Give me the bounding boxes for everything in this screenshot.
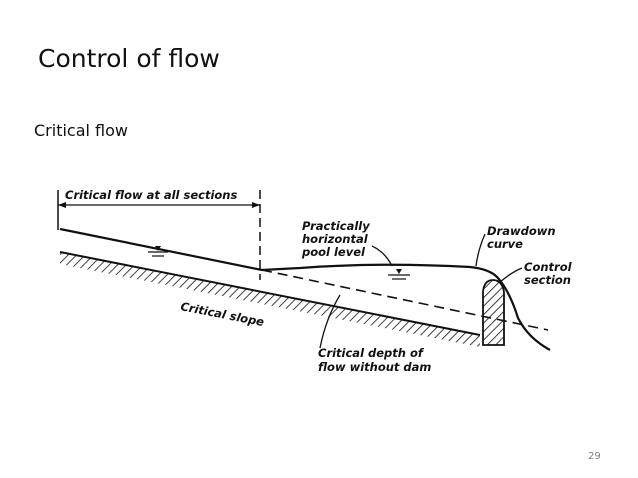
slide-title: Control of flow: [38, 44, 220, 73]
label-critical-slope: Critical slope: [179, 299, 265, 329]
label-critical-flow-all-sections: Critical flow at all sections: [65, 188, 237, 202]
label-drawdown: Drawdown: [487, 224, 556, 238]
critical-depth-line: [261, 269, 549, 331]
label-curve: curve: [487, 237, 523, 251]
leader-lines: [319, 233, 523, 349]
label-control: Control: [524, 260, 573, 274]
label-critical-depth: Critical depth of: [318, 346, 425, 360]
slide-subtitle: Critical flow: [34, 121, 128, 140]
label-horizontal: horizontal: [302, 232, 369, 246]
dam-control-section: [482, 279, 505, 346]
label-section: section: [524, 273, 571, 287]
critical-flow-span: [57, 190, 261, 280]
label-practically: Practically: [302, 219, 370, 233]
page-number: 29: [588, 451, 601, 462]
label-pool-level: pool level: [301, 245, 366, 259]
label-without-dam: flow without dam: [318, 360, 431, 374]
channel-bed: [59, 251, 481, 347]
water-surface: [59, 227, 551, 351]
